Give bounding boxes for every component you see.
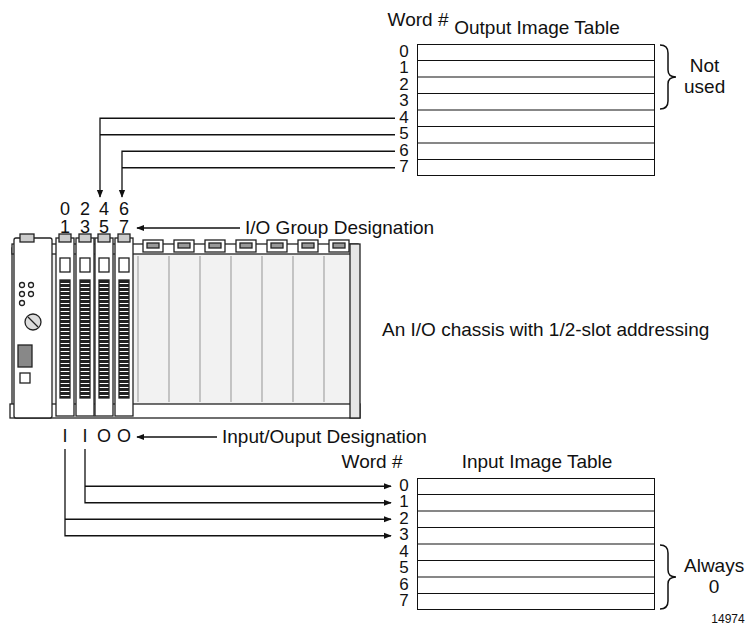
output-line (100, 134, 395, 135)
slot-latch (236, 240, 256, 252)
terminal-block (119, 280, 129, 398)
io-module (115, 238, 133, 416)
key-slot (28, 317, 38, 327)
slot-guide (230, 256, 231, 402)
module-window (99, 258, 109, 272)
input-arrow (65, 519, 391, 520)
pointer-arrow (137, 227, 240, 228)
table-heading: Output Image Table (454, 18, 619, 39)
bracket-note: Not used (684, 56, 725, 98)
word-number: 7 (399, 158, 408, 177)
adapter-latch (20, 234, 34, 242)
input-arrow (85, 486, 391, 487)
port (20, 373, 30, 383)
module-window (80, 258, 90, 272)
group-number: 2 (80, 200, 90, 220)
status-led (29, 292, 34, 297)
slot-latch (333, 243, 345, 248)
output-arrow (100, 118, 395, 197)
module-window (119, 258, 129, 272)
slot-latch (174, 240, 194, 252)
pointer-arrow (137, 436, 217, 437)
slot-latch (298, 240, 318, 252)
slot-latch (209, 243, 221, 248)
io-letter: O (97, 427, 111, 447)
column-heading: Word # (342, 452, 403, 473)
group-number: 0 (60, 200, 70, 220)
word-number: 7 (399, 592, 408, 611)
row-line (417, 494, 655, 495)
end-cap (350, 244, 360, 418)
bracket-note: Always 0 (684, 556, 744, 598)
row-line (417, 142, 655, 143)
slot-latch (267, 240, 287, 252)
terminal-block (60, 280, 70, 398)
slot-guide (323, 256, 324, 402)
key-switch (25, 314, 41, 330)
slot-latch (205, 240, 225, 252)
group-number: 7 (119, 218, 129, 238)
row-line (417, 543, 655, 544)
pointer-label: Input/Ouput Designation (222, 427, 427, 448)
brace (660, 45, 676, 109)
module-window (60, 258, 70, 272)
row-line (417, 510, 655, 511)
row-line (417, 159, 655, 160)
slot-latch (271, 243, 283, 248)
image-table: Output Image Table (417, 44, 655, 176)
terminal-block (99, 280, 109, 398)
io-module (95, 238, 113, 416)
slot-guide (261, 256, 262, 402)
slot-guide (137, 256, 138, 402)
terminal-block (80, 280, 90, 398)
group-number: 3 (80, 218, 90, 238)
slot-guide (199, 256, 200, 402)
row-line (417, 126, 655, 127)
row-line (417, 593, 655, 594)
image-table: Input Image Table (417, 478, 655, 610)
row-line (417, 93, 655, 94)
output-arrow (122, 151, 395, 197)
row-line (417, 76, 655, 77)
io-module (56, 238, 74, 416)
row-line (417, 109, 655, 110)
port (18, 345, 32, 367)
slot-latch (240, 243, 252, 248)
io-module (76, 238, 94, 416)
row-line (417, 60, 655, 61)
pointer-label: I/O Group Designation (245, 218, 434, 239)
group-number: 5 (99, 218, 109, 238)
figure-note: An I/O chassis with 1/2-slot addressing (382, 320, 709, 341)
status-led (20, 292, 25, 297)
slot-latch (178, 243, 190, 248)
group-number: 4 (99, 200, 109, 220)
row-line (417, 527, 655, 528)
group-number: 1 (60, 218, 70, 238)
slot-latch (302, 243, 314, 248)
output-line (122, 167, 395, 168)
io-chassis (10, 234, 360, 418)
status-led (20, 301, 25, 306)
adapter-module (14, 238, 52, 418)
io-letter: I (82, 427, 87, 447)
figure-number: 14974 (711, 613, 744, 626)
slot-latch (147, 243, 159, 248)
group-number: 6 (119, 200, 129, 220)
status-led (20, 283, 25, 288)
row-line (417, 560, 655, 561)
table-heading: Input Image Table (462, 452, 613, 473)
slot-guide (168, 256, 169, 402)
io-letter: I (62, 427, 67, 447)
status-led (29, 283, 34, 288)
art-part (138, 240, 349, 413)
slot-latch (143, 240, 163, 252)
slot-latch (329, 240, 349, 252)
column-heading: Word # (388, 10, 449, 31)
art-part (56, 234, 133, 416)
brace (660, 545, 676, 609)
io-letter: O (117, 427, 131, 447)
row-line (417, 576, 655, 577)
slot-guide (292, 256, 293, 402)
